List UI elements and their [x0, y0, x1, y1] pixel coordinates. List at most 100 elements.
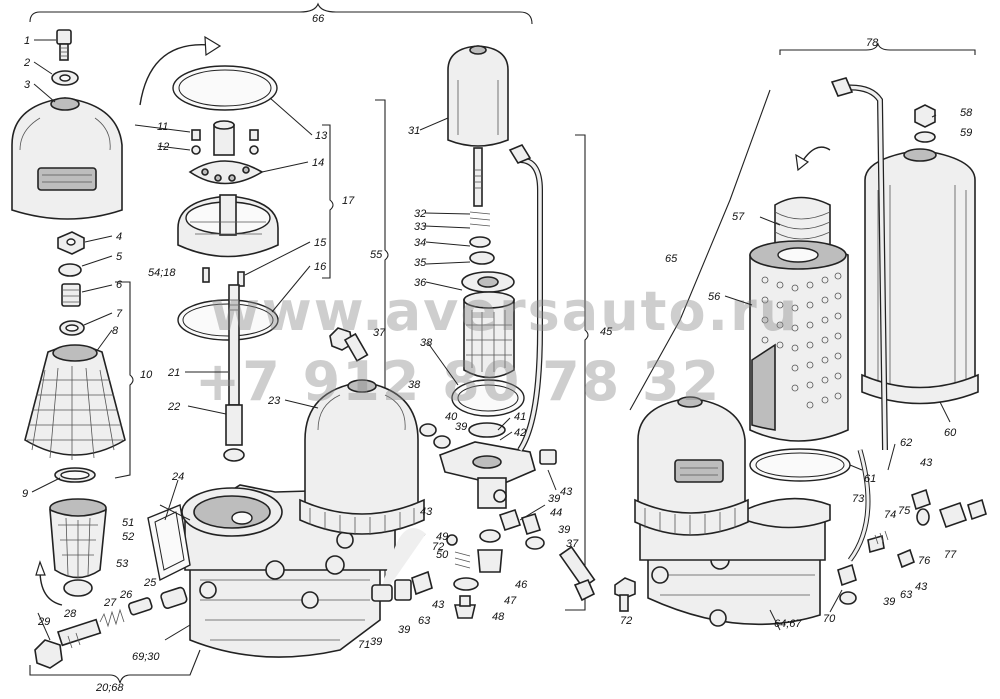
callout-28: 28: [63, 608, 77, 620]
callout-66: 66: [312, 13, 325, 25]
callout-40: 40: [445, 411, 458, 423]
callout-63b: 63: [900, 589, 913, 601]
callout-43d: 43: [920, 457, 933, 469]
callout-1: 1: [24, 35, 30, 47]
callout-39e: 39: [398, 624, 410, 636]
callout-13: 13: [315, 130, 328, 142]
callout-43a: 43: [560, 486, 573, 498]
callout-36: 36: [414, 277, 427, 289]
callout-7: 7: [116, 308, 123, 320]
callout-15: 15: [314, 237, 327, 249]
callout-47: 47: [504, 595, 517, 607]
callout-75: 75: [898, 505, 911, 517]
callout-76: 76: [918, 555, 931, 567]
callout-43e: 43: [915, 581, 928, 593]
callout-8: 8: [112, 325, 119, 337]
callout-2: 2: [23, 57, 30, 69]
part-filter-element-56-57: [749, 196, 849, 442]
callout-37b: 37: [566, 538, 579, 550]
callout-55: 55: [370, 249, 383, 261]
callout-20-68: 20;68: [95, 682, 124, 694]
part-screws-11-12: [191, 129, 259, 155]
callout-77: 77: [944, 549, 957, 561]
callout-14: 14: [312, 157, 324, 169]
callout-39a: 39: [455, 421, 467, 433]
part-bolt-1: [56, 29, 72, 61]
part-washers-40-41: [419, 423, 451, 449]
part-housing-60: [861, 148, 979, 405]
part-bolt-37-top: [329, 327, 369, 362]
callout-39f: 39: [883, 596, 895, 608]
callout-74: 74: [884, 509, 896, 521]
callout-53: 53: [116, 558, 129, 570]
callout-35: 35: [414, 257, 427, 269]
callout-32: 32: [414, 208, 426, 220]
callout-9: 9: [22, 488, 28, 500]
callout-63a: 63: [418, 615, 431, 627]
callout-72b: 72: [620, 615, 632, 627]
callout-78: 78: [866, 37, 879, 49]
callout-58: 58: [960, 107, 973, 119]
part-valve-49-50: [446, 534, 471, 569]
part-banjo-bolt-37: [558, 545, 596, 602]
callout-16: 16: [314, 261, 327, 273]
part-rotor-8: [24, 344, 126, 460]
part-gasket-38: [451, 379, 525, 417]
part-gasket-13: [172, 65, 278, 111]
callout-50: 50: [436, 549, 449, 561]
part-pins-15: [202, 267, 245, 287]
watermark-phone: +7 912 80 78 32: [195, 350, 721, 413]
callout-43b: 43: [420, 506, 433, 518]
callout-64-67: 64;67: [774, 618, 802, 630]
part-cap-right: [634, 396, 749, 536]
callout-57: 57: [732, 211, 745, 223]
callout-69-30: 69;30: [132, 651, 160, 663]
part-rotor-base-54-18: [177, 194, 279, 258]
part-shaft-21-22: [223, 284, 245, 462]
callout-46: 46: [515, 579, 528, 591]
callout-48: 48: [492, 611, 505, 623]
callout-26: 26: [119, 589, 133, 601]
part-bolt-58-59: [914, 104, 936, 143]
callout-17: 17: [342, 195, 355, 207]
part-filter-35-36: [461, 271, 515, 379]
callout-38b: 38: [420, 337, 433, 349]
callout-39b: 39: [548, 493, 560, 505]
callout-59: 59: [960, 127, 972, 139]
callout-29: 29: [37, 616, 50, 628]
callout-42: 42: [514, 427, 526, 439]
callout-27: 27: [103, 597, 117, 609]
callout-43c: 43: [432, 599, 445, 611]
group-braces: [29, 2, 976, 684]
callout-23: 23: [267, 395, 281, 407]
part-spring-27: [99, 608, 125, 628]
part-fittings-39-63: [371, 570, 433, 602]
part-fittings-right: [837, 488, 987, 605]
callout-25: 25: [143, 577, 157, 589]
callout-5: 5: [116, 251, 123, 263]
part-cap-23: [299, 379, 425, 535]
callout-73: 73: [852, 493, 865, 505]
callout-31: 31: [408, 125, 420, 137]
callout-61: 61: [864, 473, 876, 485]
callout-4: 4: [116, 231, 122, 243]
part-springs-32-34: [469, 211, 495, 265]
callout-51: 51: [122, 517, 134, 529]
callout-6: 6: [116, 279, 123, 291]
watermark-url: www.aversauto.ru: [210, 280, 799, 343]
part-cap-3: [11, 97, 123, 220]
rotation-arrow-top: [139, 43, 211, 106]
callout-60: 60: [944, 427, 957, 439]
part-gasket-16: [177, 299, 279, 341]
part-bolt-72-right: [614, 577, 636, 612]
part-plug-46-47-48: [453, 529, 503, 619]
callout-21: 21: [167, 367, 180, 379]
callout-70: 70: [823, 613, 836, 625]
callout-33: 33: [414, 221, 427, 233]
part-fitting-6: [61, 283, 81, 307]
callout-54-18: 54;18: [148, 267, 176, 279]
callout-62: 62: [900, 437, 912, 449]
callout-22: 22: [167, 401, 180, 413]
part-cover-42: [439, 422, 536, 509]
